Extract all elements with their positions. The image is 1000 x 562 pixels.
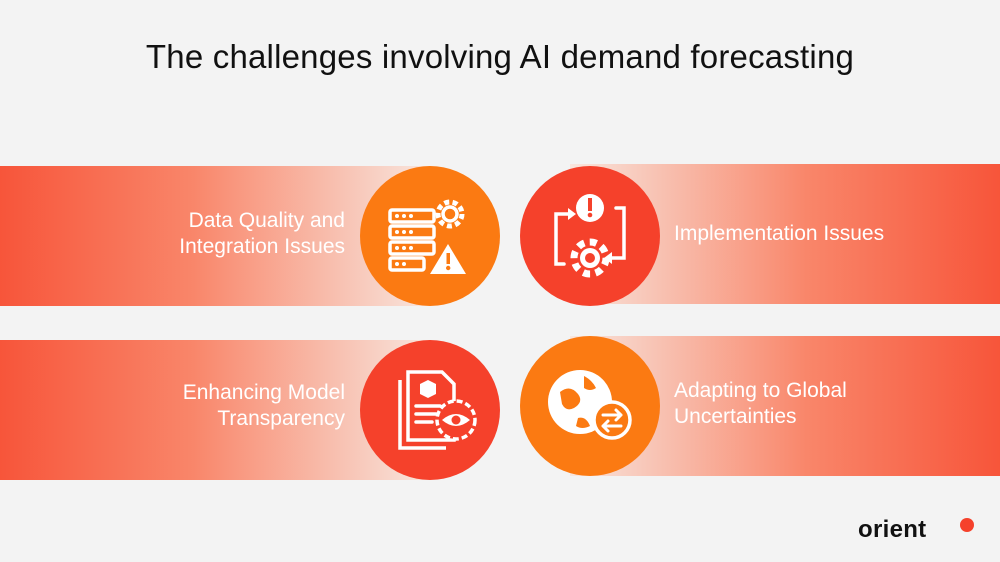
challenge-label-model-transparency: Enhancing Model Transparency	[182, 381, 345, 430]
document-eye-icon	[398, 370, 477, 450]
challenge-band-model-transparency: Enhancing Model Transparency	[0, 340, 430, 480]
challenge-label-implementation: Implementation Issues	[674, 222, 885, 245]
challenge-circle-data-quality	[360, 166, 500, 306]
page-title: The challenges involving AI demand forec…	[145, 38, 855, 75]
brand-logo-dot	[960, 518, 974, 532]
warning-gear-cycle-icon	[554, 194, 626, 278]
challenge-label-global-uncertainties: Adapting to Global Uncertainties	[674, 379, 847, 428]
challenge-band-data-quality: Data Quality and Integration Issues	[0, 166, 430, 306]
challenge-label-data-quality: Data Quality and Integration Issues	[179, 209, 345, 258]
brand-logo: orient	[858, 516, 927, 543]
challenge-circle-global-uncertainties	[520, 336, 660, 476]
server-gear-warning-icon	[388, 199, 466, 274]
challenge-circle-implementation	[520, 166, 660, 306]
challenge-circle-model-transparency	[360, 340, 500, 480]
globe-exchange-icon	[548, 370, 632, 440]
